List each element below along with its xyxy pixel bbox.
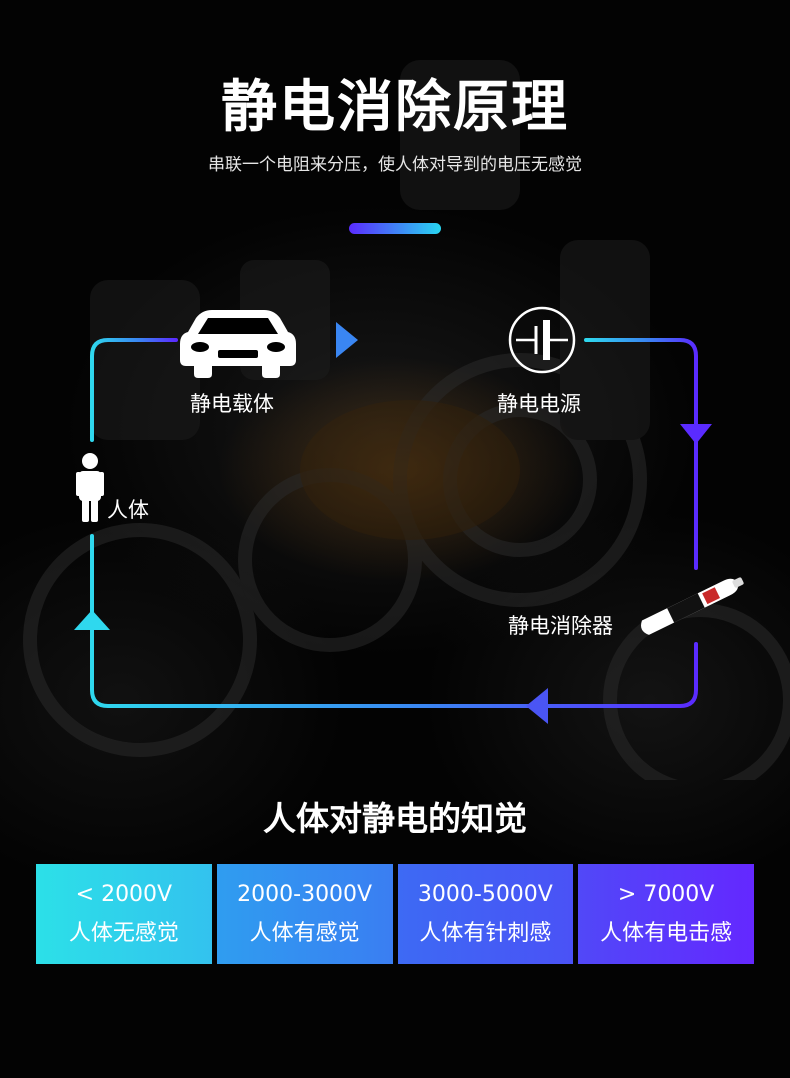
node-label-human: 人体 [107,498,149,522]
level-feeling: 人体有感觉 [249,920,360,946]
page-title: 静电消除原理 [221,75,569,140]
arrow-left-icon [526,688,548,724]
battery-icon [508,306,576,374]
wire-top-right [584,338,698,570]
level-voltage: < 2000V [75,881,173,907]
perception-level-card: < 2000V 人体无感觉 [36,864,212,964]
arrow-up-icon [74,610,110,630]
node-label-power: 静电电源 [497,392,581,416]
wire-bottom-right [90,534,698,708]
node-label-carrier: 静电载体 [190,392,274,416]
page-subtitle: 串联一个电阻来分压，使人体对导到的电压无感觉 [208,155,582,175]
engine-background-image [23,60,790,780]
wire-top-left [90,338,178,442]
level-feeling: 人体有电击感 [600,920,733,946]
level-voltage: > 7000V [617,881,715,907]
level-feeling: 人体无感觉 [68,920,179,946]
level-voltage: 3000-5000V [417,881,553,907]
person-icon [76,453,104,522]
node-label-eliminator: 静电消除器 [508,614,613,638]
perception-level-card: 3000-5000V 人体有针刺感 [397,864,574,964]
title-underline-bar [349,223,441,234]
static-eliminator-pen-icon [641,577,744,635]
perception-section-title: 人体对静电的知觉 [263,799,527,838]
perception-levels: < 2000V 人体无感觉 2000-3000V 人体有感觉 3000-5000… [36,864,754,964]
arrow-down-icon [680,424,712,444]
level-voltage: 2000-3000V [237,881,373,907]
circuit-diagram [74,306,744,724]
perception-level-card: 2000-3000V 人体有感觉 [216,864,393,964]
perception-level-card: > 7000V 人体有电击感 [578,864,754,964]
level-feeling: 人体有针刺感 [419,920,552,946]
arrow-right-icon [336,322,358,358]
car-icon [180,310,296,378]
